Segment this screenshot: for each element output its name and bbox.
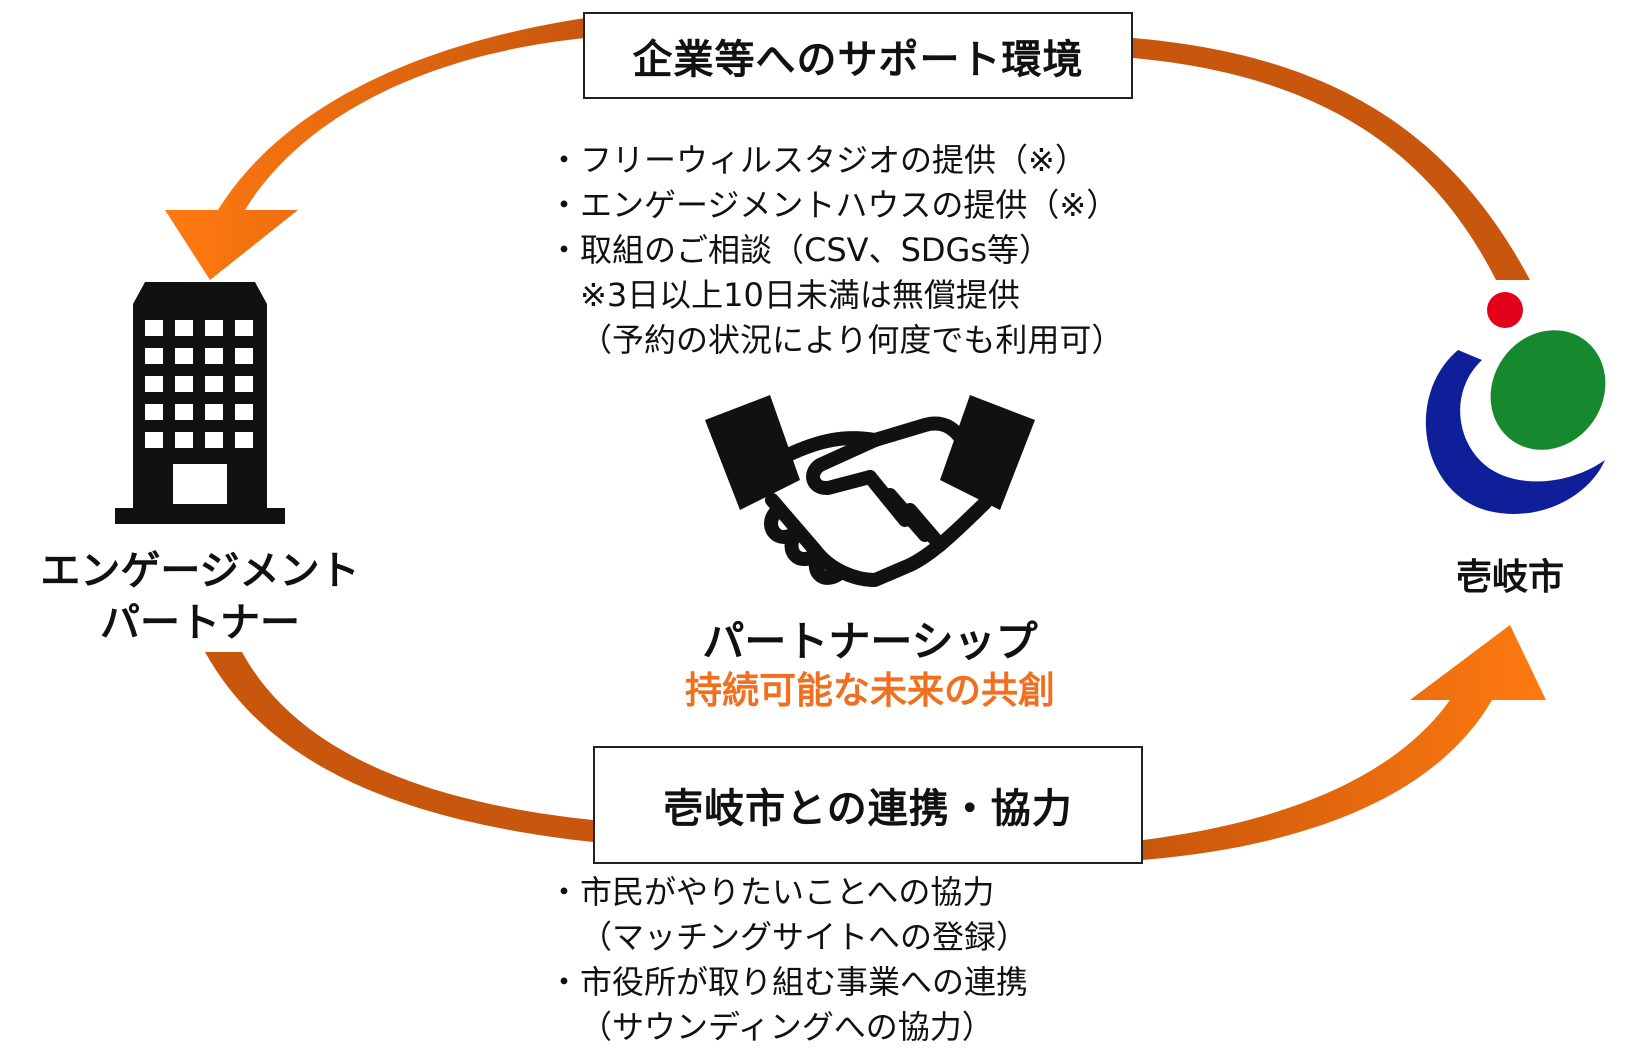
partner-label-line2: パートナー bbox=[100, 600, 300, 646]
arrow-bottom-left-arc bbox=[205, 652, 593, 842]
arrow-to-partner bbox=[165, 18, 585, 280]
iki-city-label: 壱岐市 bbox=[1455, 557, 1564, 598]
list-item: 市役所が取り組む事業への連携 bbox=[548, 960, 1028, 1005]
partnership-title: パートナーシップ bbox=[702, 617, 1038, 666]
partner-label-line1: エンゲージメント bbox=[40, 548, 360, 594]
partnership-subtitle: 持続可能な未来の共創 bbox=[685, 669, 1055, 712]
handshake-icon bbox=[705, 395, 1035, 587]
note-line: ※3日以上10日未満は無償提供 bbox=[580, 276, 1020, 314]
arrow-to-city bbox=[1143, 625, 1546, 860]
office-building-icon bbox=[115, 282, 285, 524]
collaboration-list: 市民がやりたいことへの協力 （マッチングサイトへの登録） 市役所が取り組む事業へ… bbox=[548, 870, 1028, 1050]
list-item-sub: （サウンディングへの協力） bbox=[580, 1008, 994, 1046]
list-item: エンゲージメントハウスの提供（※） bbox=[548, 183, 1123, 228]
note-line: （予約の状況により何度でも利用可） bbox=[580, 321, 1124, 359]
engagement-partner-label: エンゲージメント パートナー bbox=[30, 545, 370, 649]
support-environment-box: 企業等へのサポート環境 bbox=[583, 12, 1133, 99]
list-item-sub: （マッチングサイトへの登録） bbox=[580, 918, 1029, 956]
list-item: 取組のご相談（CSV、SDGs等） bbox=[548, 228, 1123, 273]
support-environment-title: 企業等へのサポート環境 bbox=[632, 36, 1084, 83]
list-item: フリーウィルスタジオの提供（※） bbox=[548, 138, 1123, 183]
city-collaboration-box: 壱岐市との連携・協力 bbox=[593, 746, 1143, 864]
iki-city-emblem-icon bbox=[1425, 292, 1606, 514]
support-list: フリーウィルスタジオの提供（※） エンゲージメントハウスの提供（※） 取組のご相… bbox=[548, 138, 1123, 363]
city-collaboration-title: 壱岐市との連携・協力 bbox=[663, 786, 1073, 832]
list-item: 市民がやりたいことへの協力 bbox=[548, 870, 1028, 915]
arrow-top-right-arc bbox=[1133, 38, 1530, 280]
